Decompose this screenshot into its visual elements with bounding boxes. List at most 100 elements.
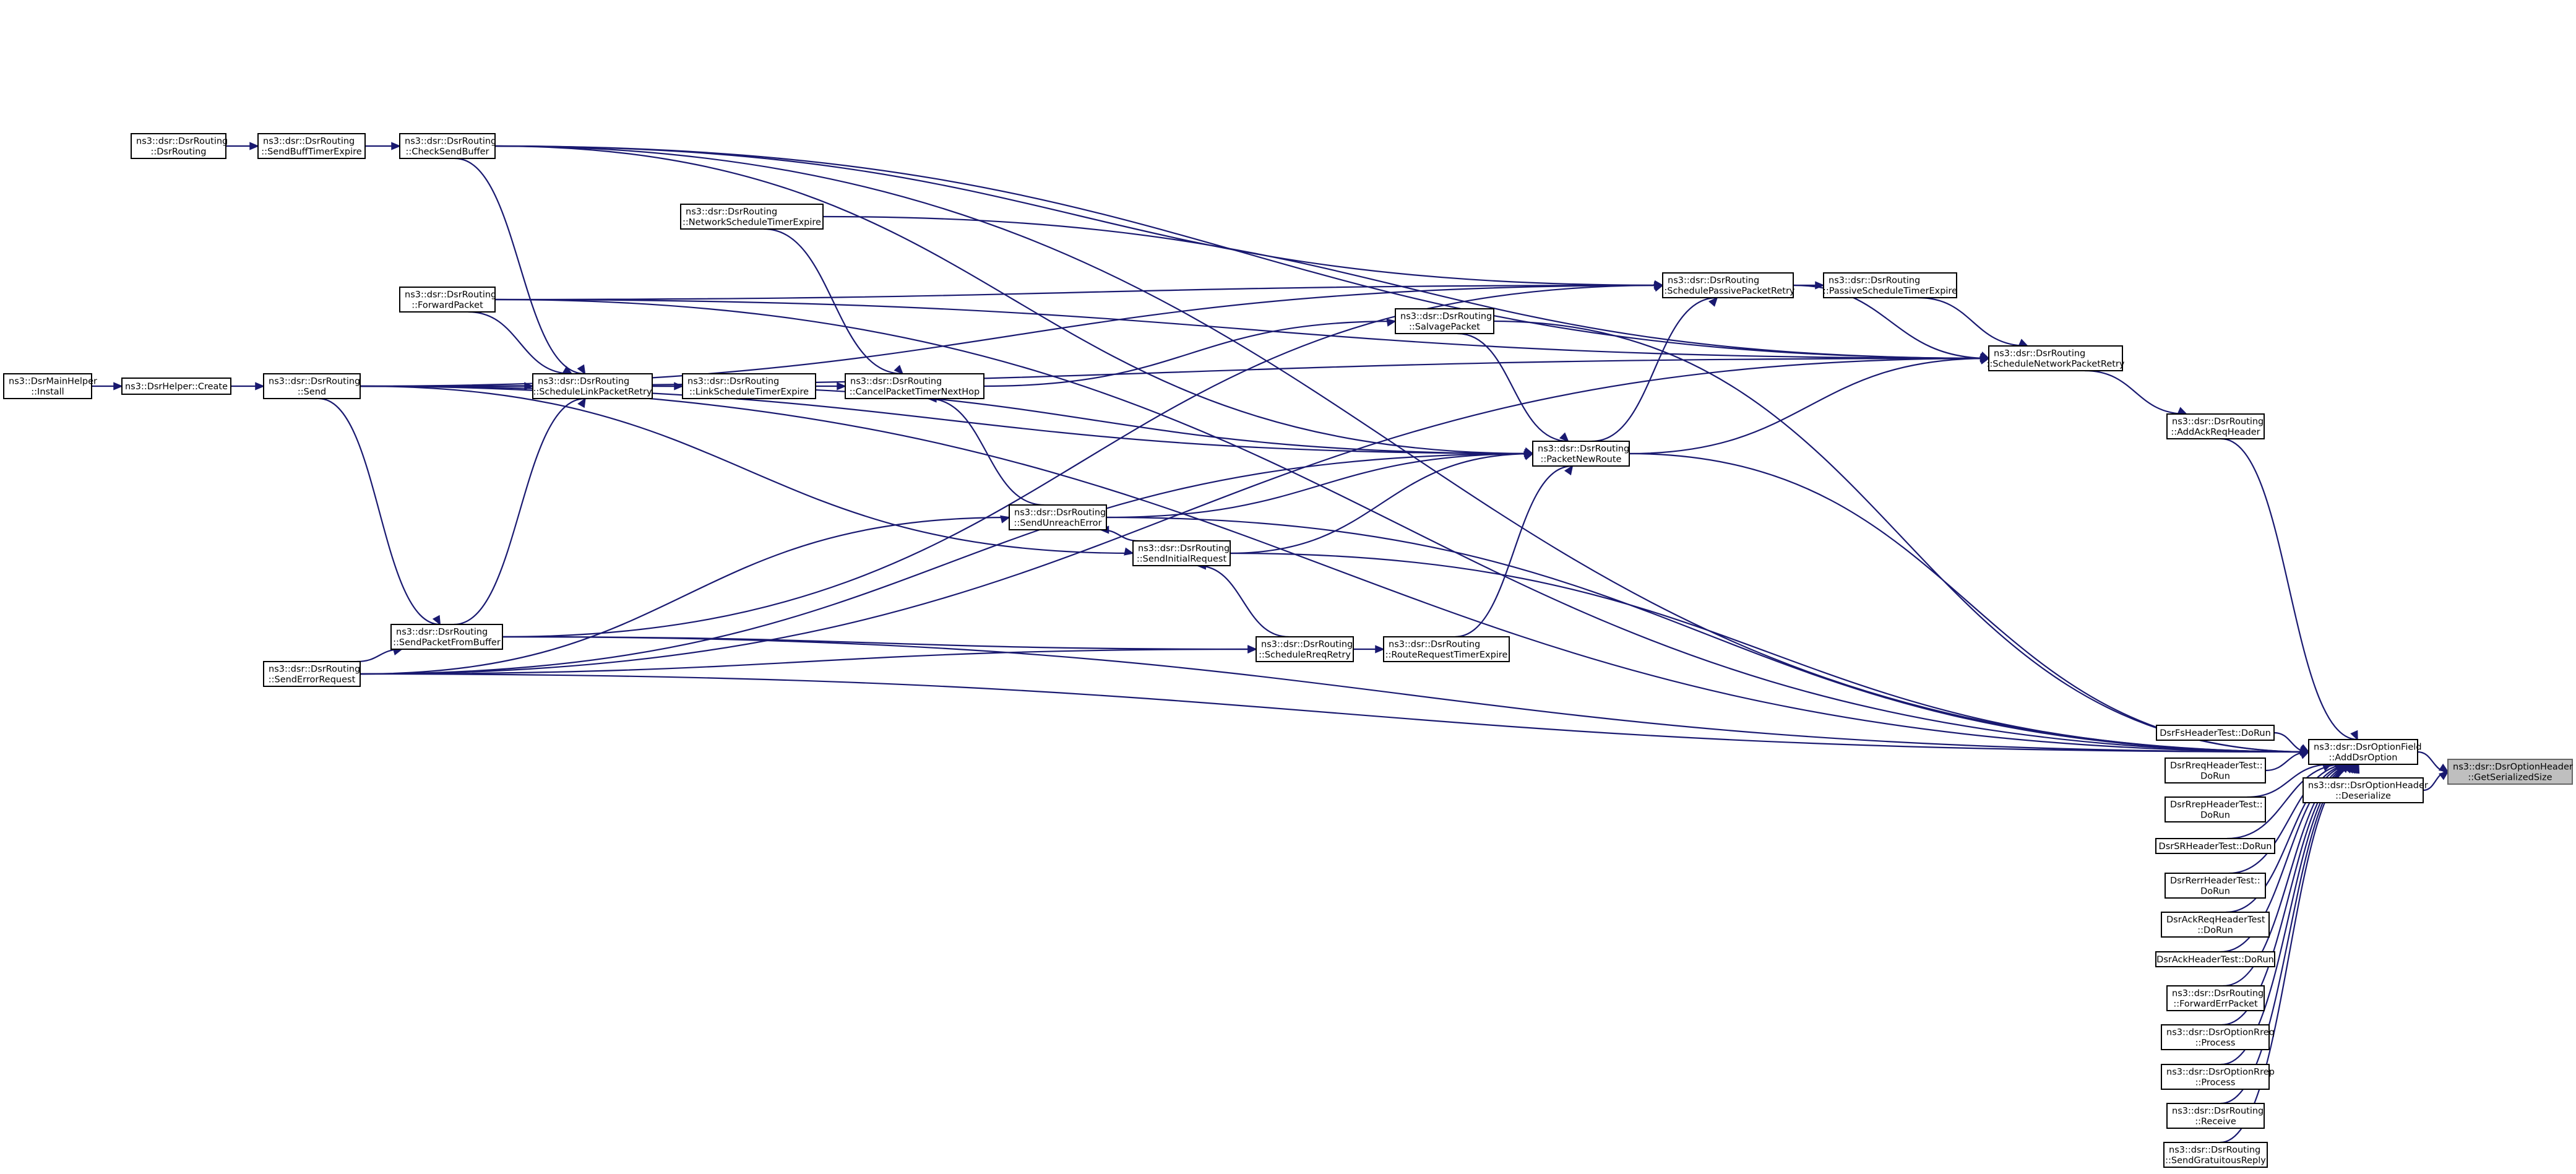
node-packet-new-route[interactable]: ns3::dsr::DsrRouting::PacketNewRoute xyxy=(1532,441,1630,467)
node-send-gratuitous-reply[interactable]: ns3::dsr::DsrRouting::SendGratuitousRepl… xyxy=(2163,1142,2268,1168)
node-send-packet-from-buffer[interactable]: ns3::dsr::DsrRouting::SendPacketFromBuff… xyxy=(390,624,503,650)
node-send-initial-request[interactable]: ns3::dsr::DsrRouting::SendInitialRequest xyxy=(1132,540,1231,566)
node-label-line: ns3::dsr::DsrRouting xyxy=(2172,417,2264,427)
node-deserialize[interactable]: ns3::dsr::DsrOptionHeader::Deserialize xyxy=(2302,777,2428,803)
node-label-line: ::Install xyxy=(31,387,64,397)
node-label-line: ::PassiveScheduleTimerExpire xyxy=(1823,287,1957,296)
node-ack-req-header-test[interactable]: DsrAckReqHeaderTest::DoRun xyxy=(2161,912,2270,938)
node-label-line: ::ScheduleRreqRetry xyxy=(1259,650,1351,660)
node-main-install[interactable]: ns3::DsrMainHelper::Install xyxy=(3,373,97,399)
node-routing-ctor[interactable]: ns3::dsr::DsrRouting::DsrRouting xyxy=(131,133,228,159)
edge-packet-new-route-to-schedule-passive-retry xyxy=(1592,296,1718,442)
node-label-line: ::ForwardPacket xyxy=(411,301,483,311)
node-send-error-request[interactable]: ns3::dsr::DsrRouting::SendErrorRequest xyxy=(263,661,361,687)
node-network-schedule-timer[interactable]: ns3::dsr::DsrRouting::NetworkScheduleTim… xyxy=(680,204,824,230)
node-option-rreq-process[interactable]: ns3::dsr::DsrOptionRreq::Process xyxy=(2161,1024,2275,1050)
node-label-line: ns3::dsr::DsrRouting xyxy=(396,628,488,637)
node-passive-schedule-timer[interactable]: ns3::dsr::DsrRouting::PassiveScheduleTim… xyxy=(1823,272,1957,298)
node-label-line: DoRun xyxy=(2200,772,2230,782)
node-add-dsr-option[interactable]: ns3::dsr::DsrOptionField::AddDsrOption xyxy=(2308,739,2422,765)
node-label-line: ::SendErrorRequest xyxy=(269,675,356,685)
node-send[interactable]: ns3::dsr::DsrRouting::Send xyxy=(263,373,361,399)
edge-salvage-packet-to-packet-new-route xyxy=(1457,332,1569,442)
node-receive[interactable]: ns3::dsr::DsrRouting::Receive xyxy=(2166,1103,2265,1129)
node-label-line: ::SendInitialRequest xyxy=(1137,555,1227,564)
node-label-line: DsrAckHeaderTest::DoRun xyxy=(2156,955,2274,965)
node-label-line: ::SalvagePacket xyxy=(1409,322,1480,332)
node-label-line: ::Deserialize xyxy=(2335,792,2391,801)
node-rreq-header-test[interactable]: DsrRreqHeaderTest::DoRun xyxy=(2165,757,2266,783)
node-label-line: ::SendGratuitousReply xyxy=(2165,1156,2266,1166)
node-label-line: ns3::dsr::DsrRouting xyxy=(405,290,496,300)
node-label-line: ::AddAckReqHeader xyxy=(2171,428,2260,438)
node-label-line: ns3::dsr::DsrOptionField xyxy=(2314,743,2422,753)
edge-send-error-request-to-send-packet-from-buffer xyxy=(356,647,403,663)
node-schedule-network-retry[interactable]: ns3::dsr::DsrRouting::ScheduleNetworkPac… xyxy=(1987,345,2125,371)
node-label-line: DoRun xyxy=(2200,811,2230,821)
node-label-line: ns3::dsr::DsrRouting xyxy=(2169,1146,2260,1155)
node-label-line: ::RouteRequestTimerExpire xyxy=(1385,650,1508,660)
node-label-line: ns3::dsr::DsrRouting xyxy=(2172,989,2264,999)
node-sr-header-test[interactable]: DsrSRHeaderTest::DoRun xyxy=(2155,838,2275,854)
edge-main-install-to-helper-create xyxy=(91,382,123,391)
node-schedule-rreq-retry[interactable]: ns3::dsr::DsrRouting::ScheduleRreqRetry xyxy=(1256,636,1354,662)
node-label-line: ns3::dsr::DsrRouting xyxy=(850,377,942,387)
node-label-line: ns3::dsr::DsrRouting xyxy=(538,377,629,387)
node-label-line: ns3::dsr::DsrRouting xyxy=(1389,640,1480,650)
node-label-line: ::ScheduleNetworkPacketRetry xyxy=(1987,360,2125,369)
node-forward-err-packet[interactable]: ns3::dsr::DsrRouting::ForwardErrPacket xyxy=(2166,985,2265,1011)
edge-send-buff-timer-to-check-send-buffer xyxy=(365,142,401,150)
node-schedule-link-retry[interactable]: ns3::dsr::DsrRouting::ScheduleLinkPacket… xyxy=(532,373,653,399)
node-send-buff-timer[interactable]: ns3::dsr::DsrRouting::SendBuffTimerExpir… xyxy=(257,133,366,159)
node-label-line: DsrAckReqHeaderTest xyxy=(2166,915,2265,925)
node-link-schedule-timer[interactable]: ns3::dsr::DsrRouting::LinkScheduleTimerE… xyxy=(682,373,816,399)
node-fs-header-test[interactable]: DsrFsHeaderTest::DoRun xyxy=(2156,725,2275,741)
edge-send-packet-from-buffer-to-schedule-passive-retry xyxy=(502,283,1664,638)
node-label-line: DsrRrepHeaderTest:: xyxy=(2170,800,2263,810)
node-label-line: ns3::dsr::DsrRouting xyxy=(686,207,777,217)
edge-deserialize-to-get-serialized-size xyxy=(2423,770,2449,792)
edge-schedule-rreq-retry-to-route-request-timer xyxy=(1353,645,1385,654)
edge-packet-new-route-to-schedule-network-retry xyxy=(1629,356,1990,455)
node-label-line: ns3::dsr::DsrRouting xyxy=(1994,349,2085,359)
edge-route-request-timer-to-packet-new-route xyxy=(1455,465,1574,638)
node-rrep-header-test[interactable]: DsrRrepHeaderTest::DoRun xyxy=(2165,796,2266,822)
edge-forward-packet-to-schedule-passive-retry xyxy=(494,281,1664,301)
node-schedule-passive-retry[interactable]: ns3::dsr::DsrRouting::SchedulePassivePac… xyxy=(1661,272,1795,298)
node-label-line: DsrSRHeaderTest::DoRun xyxy=(2159,842,2272,852)
edge-schedule-passive-retry-to-passive-schedule-timer xyxy=(1793,281,1825,290)
node-label-line: ::GetSerializedSize xyxy=(2468,773,2552,783)
node-label-line: ::NetworkScheduleTimerExpire xyxy=(683,218,821,228)
node-label-line: ns3::dsr::DsrRouting xyxy=(687,377,779,387)
edge-network-schedule-timer-to-cancel-packet-timer xyxy=(764,228,904,375)
node-label-line: ::DsrRouting xyxy=(150,147,206,157)
edge-send-error-request-to-schedule-rreq-retry xyxy=(360,645,1257,675)
node-cancel-packet-timer[interactable]: ns3::dsr::DsrRouting::CancelPacketTimerN… xyxy=(845,373,984,399)
node-add-ack-req-header[interactable]: ns3::dsr::DsrRouting::AddAckReqHeader xyxy=(2166,413,2265,439)
node-get-serialized-size[interactable]: ns3::dsr::DsrOptionHeader::GetSerialized… xyxy=(2447,759,2573,785)
node-option-rrep-process[interactable]: ns3::dsr::DsrOptionRrep::Process xyxy=(2161,1064,2275,1090)
edge-network-schedule-timer-to-schedule-network-retry xyxy=(822,215,1990,361)
edge-cancel-packet-timer-to-salvage-packet xyxy=(983,318,1397,387)
edge-schedule-link-retry-to-link-schedule-timer xyxy=(652,382,684,391)
node-check-send-buffer[interactable]: ns3::dsr::DsrRouting::CheckSendBuffer xyxy=(399,133,496,159)
node-forward-packet[interactable]: ns3::dsr::DsrRouting::ForwardPacket xyxy=(399,287,496,313)
edge-passive-schedule-timer-to-schedule-network-retry xyxy=(1918,296,2029,347)
edge-send-unreach-error-to-add-dsr-option xyxy=(1106,516,2310,754)
node-label-line: DoRun xyxy=(2200,887,2230,897)
node-route-request-timer[interactable]: ns3::dsr::DsrRouting::RouteRequestTimerE… xyxy=(1383,636,1510,662)
node-helper-create[interactable]: ns3::DsrHelper::Create xyxy=(121,378,231,395)
graph-nodes: ns3::DsrMainHelper::Install ns3::DsrHelpe… xyxy=(3,133,2573,1168)
node-label-line: ::PacketNewRoute xyxy=(1541,455,1622,465)
node-rerr-header-test[interactable]: DsrRerrHeaderTest::DoRun xyxy=(2165,873,2266,899)
node-ack-header-test[interactable]: DsrAckHeaderTest::DoRun xyxy=(2155,951,2275,967)
node-label-line: ::LinkScheduleTimerExpire xyxy=(689,387,809,397)
node-label-line: DsrFsHeaderTest::DoRun xyxy=(2160,728,2271,738)
node-label-line: ns3::dsr::DsrRouting xyxy=(1829,276,1920,286)
edge-schedule-network-retry-to-add-ack-req-header xyxy=(2084,369,2188,415)
node-send-unreach-error[interactable]: ns3::dsr::DsrRouting::SendUnreachError xyxy=(1009,504,1107,530)
node-label-line: ::SendUnreachError xyxy=(1014,519,1101,529)
node-salvage-packet[interactable]: ns3::dsr::DsrRouting::SalvagePacket xyxy=(1395,308,1494,334)
node-label-line: ::Receive xyxy=(2195,1117,2236,1127)
